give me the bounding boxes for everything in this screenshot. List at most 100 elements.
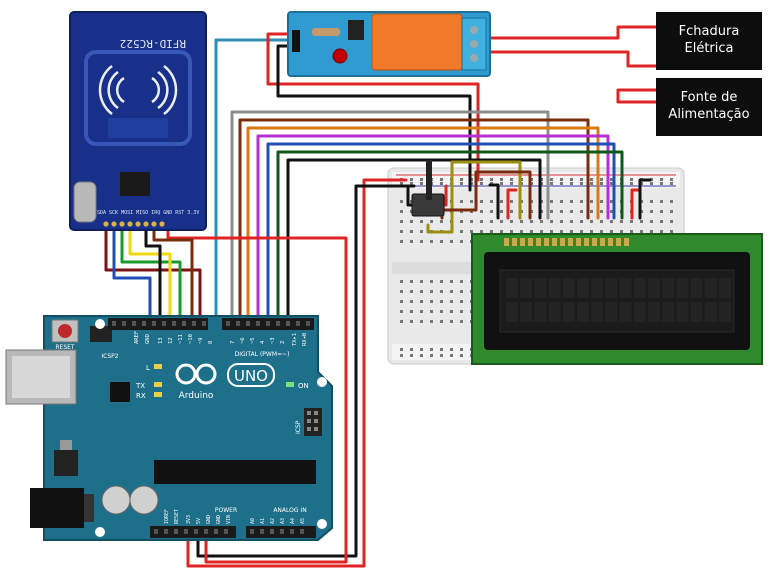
breadboard-hole [530, 220, 533, 223]
breadboard-hole [410, 220, 413, 223]
breadboard-hole [550, 200, 553, 203]
breadboard-hole [410, 320, 413, 323]
pin-label-a4: A4 [290, 518, 296, 524]
lcd-cell [577, 302, 589, 322]
breadboard-hole [620, 220, 623, 223]
breadboard-hole [420, 310, 423, 313]
uno-label: UNO [234, 367, 268, 385]
breadboard-hole [400, 240, 403, 243]
relay-resistor [312, 28, 340, 36]
breadboard-hole [430, 348, 433, 351]
lcd-cell [662, 302, 675, 322]
breadboard-hole [410, 300, 413, 303]
capacitor-1 [101, 485, 131, 515]
wire-lcd-purple [256, 134, 610, 327]
breadboard-hole [620, 230, 623, 233]
lcd-cell [704, 278, 717, 298]
power-label: POWER [215, 507, 237, 514]
breadboard-hole [410, 348, 413, 351]
analog-label: ANALOG IN [273, 507, 306, 514]
breadboard-hole [440, 240, 443, 243]
breadboard-hole [540, 230, 543, 233]
breadboard-hole [450, 280, 453, 283]
header-pin [260, 529, 264, 534]
breadboard-hole [410, 182, 413, 185]
breadboard-hole [400, 182, 403, 185]
wire-rfid-rst [152, 226, 194, 327]
potentiometer [411, 160, 445, 217]
breadboard-hole [580, 210, 583, 213]
rfid-pin [143, 221, 149, 227]
rfid-crystal [73, 181, 97, 223]
relay-body [371, 13, 463, 71]
rfid-wave-icon [98, 65, 178, 115]
breadboard-hole [510, 178, 513, 181]
breadboard-hole [430, 220, 433, 223]
icsp-pin [314, 419, 318, 423]
lock-box-bg [656, 12, 762, 70]
breadboard-hole [570, 182, 573, 185]
header-pin [162, 321, 166, 326]
breadboard-hole [400, 348, 403, 351]
wire-lcd-blue [266, 142, 616, 327]
lcd-pin [576, 238, 581, 246]
lcd-pin [560, 238, 565, 246]
breadboard-hole [650, 178, 653, 181]
breadboard-hole [600, 178, 603, 181]
breadboard-hole [460, 354, 463, 357]
arduino-logo-icon [175, 363, 217, 385]
breadboard-hole [630, 182, 633, 185]
breadboard-hole [480, 230, 483, 233]
breadboard-hole [420, 300, 423, 303]
breadboard-hole [440, 280, 443, 283]
breadboard-hole [410, 178, 413, 181]
relay-led [332, 48, 348, 64]
wire-bb-black [488, 183, 500, 220]
pin-label-ioref: IOREF [164, 509, 170, 524]
breadboard-hole [460, 310, 463, 313]
pin-label-vin: VIN [226, 515, 232, 524]
lcd-pin [568, 238, 573, 246]
led-on [286, 382, 294, 387]
breadboard-hole [500, 230, 503, 233]
rfid-antenna [84, 50, 192, 146]
breadboard-hole [660, 230, 663, 233]
reset-button-cap[interactable] [58, 324, 72, 338]
header-pin [236, 321, 240, 326]
led-on-label: ON [298, 382, 309, 390]
wires [104, 25, 660, 568]
breadboard-hole [650, 200, 653, 203]
wire-lcd-brown [238, 118, 590, 327]
wire-bb-black2 [638, 178, 652, 220]
breadboard-hole [420, 354, 423, 357]
breadboard-hole [410, 310, 413, 313]
pin-label-gnd2: GND [216, 515, 222, 524]
relay-screw-icon [470, 40, 478, 48]
pin-label-d11: ~11 [178, 334, 184, 344]
breadboard-hole [410, 280, 413, 283]
lcd-pin [584, 238, 589, 246]
header-pin [192, 321, 196, 326]
breadboard-hole [460, 200, 463, 203]
breadboard-hole [570, 200, 573, 203]
pin-label-a1: A1 [260, 518, 266, 524]
header-pin [182, 321, 186, 326]
breadboard-hole [550, 182, 553, 185]
breadboard-hole [610, 178, 613, 181]
breadboard-hole [550, 230, 553, 233]
rfid-chip [120, 172, 150, 196]
icsp2-header [90, 326, 112, 342]
header-pin [224, 529, 228, 534]
breadboard-hole [560, 200, 563, 203]
breadboard-hole [590, 182, 593, 185]
breadboard-hole [670, 220, 673, 223]
breadboard-hole [670, 200, 673, 203]
lcd-cell [591, 302, 604, 322]
breadboard-hole [670, 210, 673, 213]
lcd-pin [608, 238, 613, 246]
icsp-header [304, 408, 322, 436]
wire-bb-red2 [630, 188, 642, 220]
rfid-pin [127, 221, 133, 227]
pin-label-d5: ~5 [250, 337, 256, 344]
